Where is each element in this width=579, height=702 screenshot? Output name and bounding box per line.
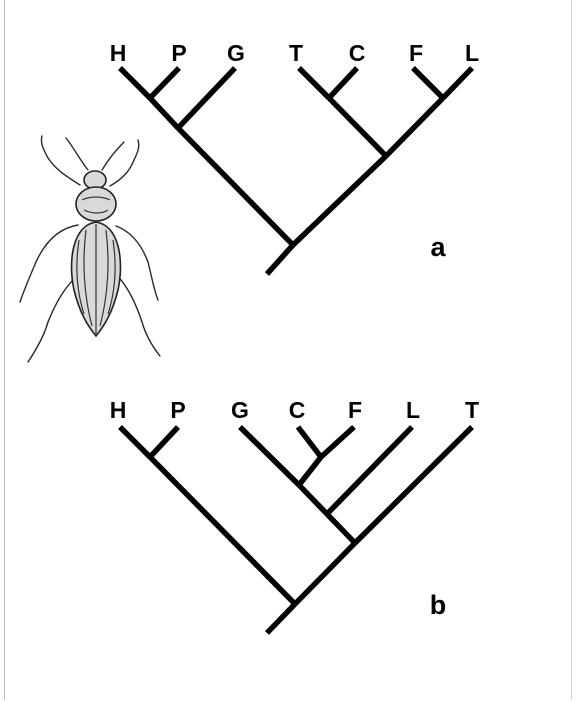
tree-a-branch-right-clade [293, 156, 386, 245]
beetle-leg [41, 136, 48, 158]
tree-a-branch-p [150, 68, 179, 98]
tree-a: H P G T C F L a [110, 40, 479, 274]
tree-a-branch-fl [386, 98, 443, 156]
tree-b-tip-label-7: T [465, 397, 479, 423]
tree-a-branch-tc [329, 98, 386, 156]
tree-a-root-branch [267, 245, 293, 274]
tree-b-branch-rest-clade [295, 543, 355, 604]
beetle-leg [110, 160, 134, 186]
tree-a-branch-hp [150, 98, 178, 128]
tree-b-tip-label-2: P [170, 397, 185, 423]
tree-b-branch-t [355, 427, 472, 543]
tree-b-tip-label-4: C [289, 397, 306, 423]
tree-a-tip-label-3: G [227, 40, 245, 66]
tree-a-tip-label-4: T [289, 40, 303, 66]
tree-b-root-branch [267, 604, 295, 633]
tree-b-branch-p [150, 427, 178, 457]
beetle-antenna [66, 138, 88, 170]
beetle-leg [142, 322, 160, 356]
tree-a-branch-l [443, 68, 472, 98]
tree-a-panel-label: a [430, 232, 446, 262]
tree-b-branches [120, 427, 472, 633]
tree-a-tip-label-1: H [110, 40, 127, 66]
tree-b-branch-f [321, 427, 354, 457]
tree-b-panel-label: b [430, 590, 447, 620]
tree-a-tip-label-6: F [409, 40, 423, 66]
beetle-leg [148, 262, 158, 300]
beetle-leg [28, 322, 48, 362]
tree-a-tip-label-7: L [465, 40, 479, 66]
tree-a-branch-g [178, 68, 235, 128]
beetle-leg [20, 262, 36, 302]
tree-a-tip-label-2: P [171, 40, 186, 66]
beetle-icon [20, 136, 160, 362]
tree-b-branch-gcf [299, 485, 327, 514]
tree-b-tip-label-1: H [110, 397, 127, 423]
beetle-leg [134, 140, 139, 160]
tree-a-branches [120, 68, 472, 274]
tree-a-branch-f [413, 68, 443, 98]
tree-a-tip-labels: H P G T C F L [110, 40, 479, 66]
tree-a-branch-t [299, 68, 329, 98]
tree-b-branch-g [240, 427, 299, 485]
tree-b-tip-label-3: G [231, 397, 249, 423]
tree-a-tip-label-5: C [349, 40, 366, 66]
tree-b-branch-h [120, 427, 150, 457]
tree-b: H P G C F L T b [110, 397, 479, 633]
tree-a-branch-h [120, 68, 150, 98]
tree-b-branch-c [298, 427, 321, 457]
beetle-leg [48, 158, 80, 185]
tree-b-branch-hp-clade [150, 457, 295, 604]
beetle-antenna [102, 142, 124, 170]
tree-b-tip-label-5: F [348, 397, 362, 423]
tree-b-tip-label-6: L [406, 397, 420, 423]
tree-b-branch-gcfl [327, 514, 355, 543]
tree-a-branch-left-clade [178, 128, 293, 245]
tree-a-branch-c [329, 68, 357, 98]
tree-b-tip-labels: H P G C F L T [110, 397, 479, 423]
tree-b-branch-cf [299, 457, 321, 485]
beetle-thorax [76, 187, 116, 221]
